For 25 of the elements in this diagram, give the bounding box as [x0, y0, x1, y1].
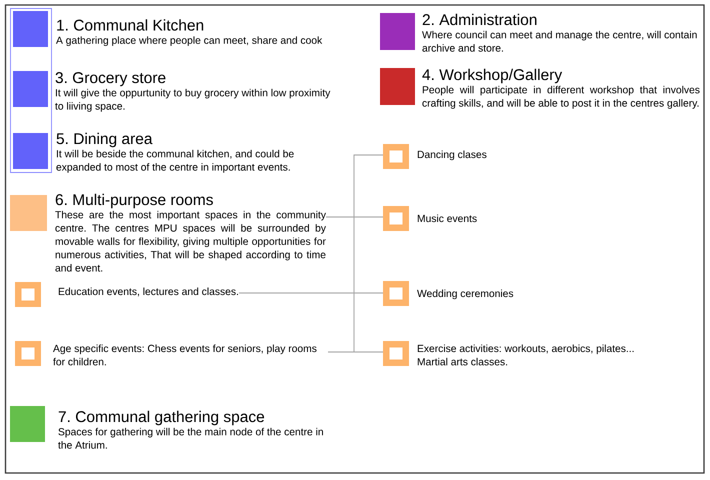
heading: 1. Communal Kitchen — [57, 19, 204, 31]
heading: 5. Dining area — [56, 132, 152, 148]
item-label: Exercise activities: workouts, aerobics, pilates... Martial arts classes. — [418, 344, 634, 366]
item-label: Dancing clases — [418, 150, 486, 160]
item-label: Age specific events: Chess events for seniors, play rooms for children. — [53, 344, 316, 366]
heading: 4. Workshop/Gallery — [422, 68, 562, 84]
item-label: Music events — [418, 214, 477, 222]
heading: 3. Grocery store — [56, 72, 166, 86]
item-label: Education events, lectures and classes. — [58, 288, 238, 296]
description: People will participate in different workshop that involves crafting skills, and will be able to post it in the centres gallery. — [422, 86, 700, 109]
description: It will give the oppurtunity to buy grocery within low proximity to liiving space. — [55, 88, 330, 112]
description: It will be beside the communal kitchen, and could be expanded to most of the centre in important events. — [56, 150, 294, 173]
connector-line — [354, 216, 384, 218]
description: These are the most important spaces in the community centre. The centres MPU spaces will be surrounded by movable walls for flexibility, giving multiple opportunities for numerous activities, That will be shaped according to time and event. — [55, 210, 326, 272]
heading: 7. Communal gathering space — [58, 410, 264, 426]
heading: 2. Administration — [422, 14, 536, 26]
heading: 6. Multi-purpose rooms — [56, 194, 213, 208]
connector-line — [326, 216, 354, 218]
description: Where council can meet and manage the centre, will contain archive and store. — [422, 30, 697, 52]
connector-line — [238, 292, 354, 294]
connector-line — [354, 154, 384, 218]
description: Spaces for gathering will be the main node of the centre in the Atrium. — [58, 428, 323, 449]
description: A gathering place where people can meet, share and cook — [56, 36, 322, 46]
item-label: Wedding ceremonies — [417, 290, 514, 300]
connector-line — [354, 292, 384, 294]
